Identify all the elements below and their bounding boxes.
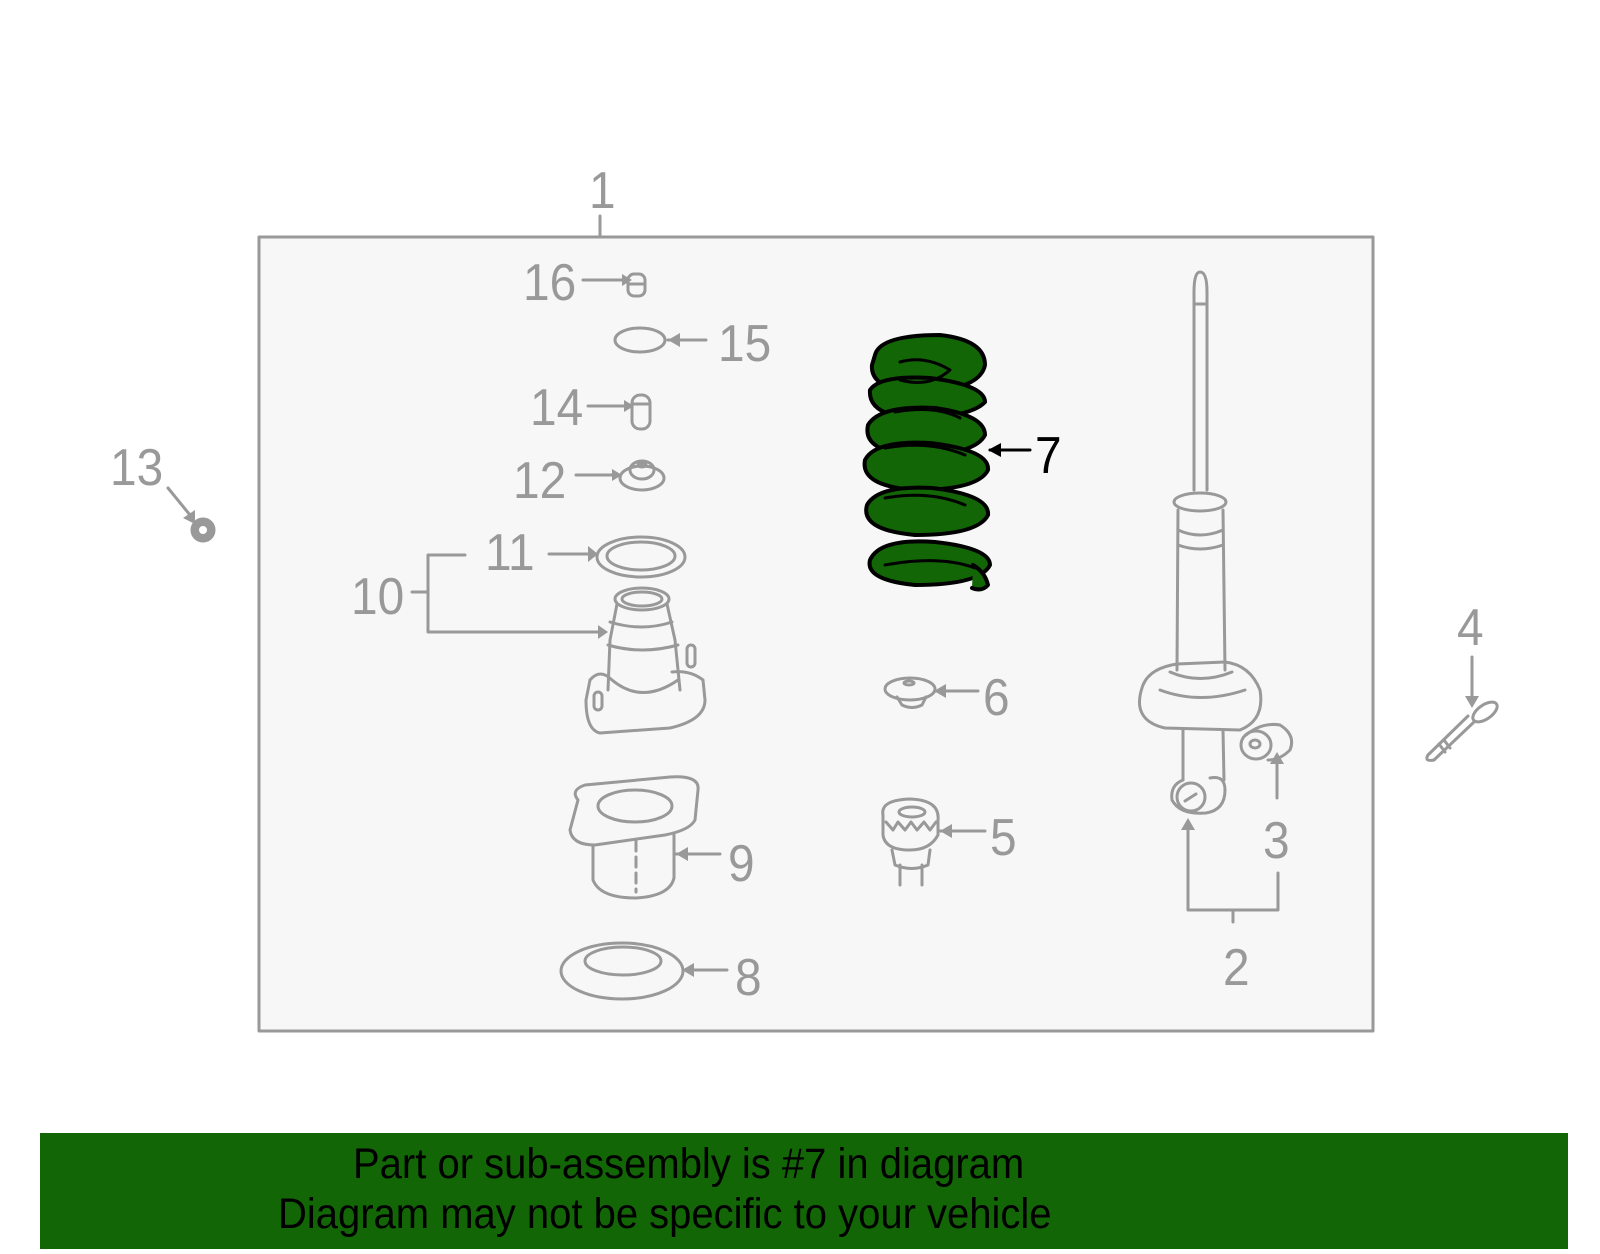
callout-5[interactable]: 5 xyxy=(990,809,1017,867)
part-3-bushing-icon[interactable] xyxy=(1239,723,1294,800)
callout-4[interactable]: 4 xyxy=(1457,599,1484,657)
part-9-seat-icon[interactable] xyxy=(568,775,722,900)
callout-11[interactable]: 11 xyxy=(485,524,535,582)
callout-3[interactable]: 3 xyxy=(1263,812,1290,870)
callout-13[interactable]: 13 xyxy=(110,439,164,497)
part-15-washer-icon[interactable] xyxy=(613,326,708,354)
callout-2[interactable]: 2 xyxy=(1223,939,1250,997)
part-8-insulator-icon[interactable] xyxy=(559,941,729,1001)
callout-1[interactable]: 1 xyxy=(589,162,616,220)
callout-12[interactable]: 12 xyxy=(513,452,567,510)
banner-part-line: Part or sub-assembly is #7 in diagram xyxy=(353,1140,1025,1188)
banner-disclaimer-line: Diagram may not be specific to your vehi… xyxy=(278,1190,1052,1238)
part-10-mount-icon[interactable] xyxy=(410,553,707,735)
part-info-banner: Part or sub-assembly is #7 in diagram Di… xyxy=(40,1133,1568,1249)
callout-6[interactable]: 6 xyxy=(983,669,1010,727)
part-7-coil-spring-icon[interactable] xyxy=(862,333,992,592)
part-5-bump-stop-icon[interactable] xyxy=(881,797,987,887)
callout-15[interactable]: 15 xyxy=(718,315,772,373)
callout-14[interactable]: 14 xyxy=(530,379,584,437)
part-4-bolt-icon[interactable] xyxy=(1425,655,1501,762)
part-11-seal-icon[interactable] xyxy=(547,535,687,579)
part-13-nut-icon[interactable] xyxy=(166,486,216,543)
part-6-bump-cap-icon[interactable] xyxy=(883,676,980,709)
part-16-nut-icon[interactable] xyxy=(581,272,647,298)
callout-8[interactable]: 8 xyxy=(735,949,762,1007)
part-12-cap-icon[interactable] xyxy=(574,459,666,492)
callout-7[interactable]: 7 xyxy=(1035,427,1062,485)
part-14-bushing-icon[interactable] xyxy=(586,393,652,431)
callout-10[interactable]: 10 xyxy=(351,568,405,626)
callout-9[interactable]: 9 xyxy=(728,835,755,893)
part-7-arrow-icon xyxy=(988,443,1032,457)
part-2-strut-icon[interactable] xyxy=(1138,270,1280,924)
callout-16[interactable]: 16 xyxy=(523,254,577,312)
